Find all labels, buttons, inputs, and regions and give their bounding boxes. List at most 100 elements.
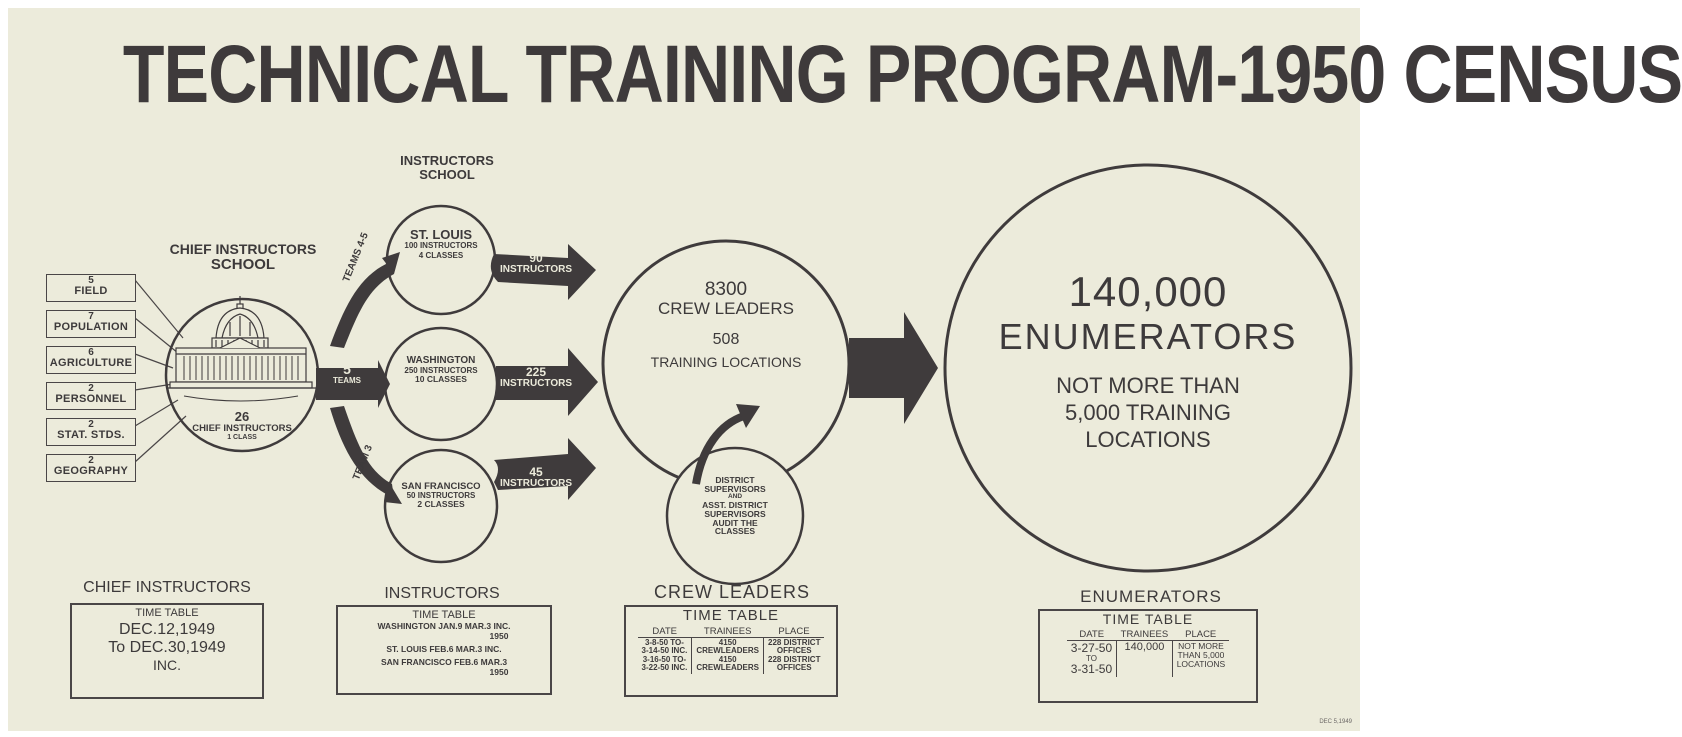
enum-count: 140,000 — [1068, 268, 1228, 315]
category-field: 5 FIELD — [46, 274, 136, 302]
timetable-instructors-row3: SAN FRANCISCO FEB.6 MAR.3 — [380, 657, 508, 667]
washington-instructors: 250 INSTRUCTORS — [404, 365, 478, 375]
crew-trainee-line: CREWLEADERS — [696, 646, 759, 656]
timetable-enum-title: TIME TABLE — [1102, 611, 1194, 627]
timetable-chief-title: TIME TABLE — [135, 607, 199, 619]
supervisors-text: DISTRICT SUPERVISORS AND ASST. DISTRICT … — [670, 476, 800, 536]
washington-text: WASHINGTON 250 INSTRUCTORS 10 CLASSES — [391, 355, 491, 384]
category-count: 2 — [88, 419, 94, 430]
category-label: PERSONNEL — [55, 393, 127, 405]
timetable-instructors-row3b: 1950 — [489, 667, 509, 677]
st-louis-classes: 4 CLASSES — [418, 251, 464, 261]
crew-locations-label: TRAINING LOCATIONS — [650, 353, 802, 370]
chief-school-heading: CHIEF INSTRUCTORS SCHOOL — [168, 242, 318, 272]
sup-line6: AUDIT THE — [712, 517, 758, 528]
sup-line4: ASST. DISTRICT — [702, 499, 768, 510]
col-trainees: TRAINEES — [691, 626, 764, 638]
crew-place-line: OFFICES — [776, 646, 812, 656]
timetable-instructors-box: TIME TABLE WASHINGTON JAN.9 MAR.3 INC. 1… — [336, 605, 552, 695]
poster: TECHNICAL TRAINING PROGRAM-1950 CENSUS 5… — [8, 8, 1682, 731]
timetable-enum-table: DATE TRAINEES PLACE 3-27-50 TO 3-31-50 1… — [1066, 629, 1230, 677]
sup-line7: CLASSES — [714, 526, 756, 537]
category-label: STAT. STDS. — [57, 429, 125, 441]
category-personnel: 2 PERSONNEL — [46, 382, 136, 410]
san-francisco-text: SAN FRANCISCO 50 INSTRUCTORS 2 CLASSES — [391, 482, 491, 509]
team-arrows — [330, 252, 402, 504]
timetable-chief-line1: DEC.12,1949 — [118, 621, 216, 638]
sup-line1: DISTRICT — [715, 475, 755, 485]
chief-school-heading-line2: SCHOOL — [210, 255, 276, 273]
flow-num: 45 — [529, 465, 543, 479]
teams-number: 5 — [343, 361, 351, 377]
enum-date-line: 3-31-50 — [1070, 661, 1113, 676]
timetable-instructors-title: TIME TABLE — [412, 609, 476, 621]
chief-school-heading-line1: CHIEF INSTRUCTORS — [169, 241, 317, 257]
enumerators-circle — [943, 163, 1353, 573]
enum-place-line: NOT MORE — [1178, 641, 1224, 651]
chief-sub: CHIEF INSTRUCTORS — [192, 422, 292, 434]
sf-instructors: 50 INSTRUCTORS — [406, 490, 476, 500]
supervisors-circle — [665, 446, 805, 586]
enum-place-line: LOCATIONS — [1176, 658, 1226, 669]
timetable-crew-table: DATE TRAINEES PLACE 3-8-50 TO- 3-14-50 I… — [637, 626, 825, 674]
crew-place-line: 228 DISTRICT — [768, 638, 821, 647]
chief-classes: 1 CLASS — [227, 433, 257, 441]
audit-arrow — [692, 404, 760, 485]
crew-locations-num: 508 — [712, 330, 740, 348]
category-label: FIELD — [74, 285, 108, 297]
washington-classes: 10 CLASSES — [415, 373, 467, 384]
enum-trainee-count: 140,000 — [1124, 641, 1165, 653]
crew-date-line: 3-8-50 TO- — [644, 638, 684, 647]
category-label: GEOGRAPHY — [53, 465, 129, 477]
category-label: POPULATION — [53, 321, 129, 333]
category-stat-stds: 2 STAT. STDS. — [46, 418, 136, 446]
timetable-instructors-row2: ST. LOUIS FEB.6 MAR.3 INC. — [386, 644, 502, 654]
timetable-chief-line2: To DEC.30,1949 — [108, 639, 226, 656]
san-francisco-circle — [383, 448, 499, 564]
crew-place-line: 228 DISTRICT — [768, 654, 821, 664]
enum-note2: 5,000 TRAINING — [1065, 399, 1231, 425]
timetable-enum-box: TIME TABLE DATE TRAINEES PLACE 3-27-50 T… — [1038, 609, 1258, 703]
flow-diagram — [134, 163, 1353, 586]
enum-note1: NOT MORE THAN — [1056, 372, 1240, 398]
enum-note3: LOCATIONS — [1085, 427, 1211, 453]
enum-place-line: THAN 5,000 — [1177, 649, 1225, 660]
crew-date-line: 3-22-50 INC. — [641, 663, 688, 673]
instructors-school-line2: SCHOOL — [419, 166, 475, 182]
sup-line3: AND — [727, 492, 743, 500]
col-date: DATE — [1066, 629, 1117, 641]
category-label: AGRICULTURE — [49, 357, 133, 369]
category-connectors — [134, 279, 187, 463]
instructors-school-heading: INSTRUCTORS SCHOOL — [392, 154, 502, 181]
category-count: 2 — [88, 455, 94, 466]
enum-places: NOT MORE THAN 5,000 LOCATIONS — [1171, 640, 1230, 677]
category-agriculture: 6 AGRICULTURE — [46, 346, 136, 374]
crew-trainee-line: 4150 — [718, 638, 737, 647]
flow-label-san-francisco: 45 INSTRUCTORS — [496, 466, 576, 489]
st-louis-text: ST. LOUIS 100 INSTRUCTORS 4 CLASSES — [391, 228, 491, 260]
timetable-enum-heading: ENUMERATORS — [1080, 587, 1222, 606]
washington-circle — [383, 326, 499, 442]
crew-date-line: 3-16-50 TO- — [642, 654, 687, 664]
timetable-chief-line3: INC. — [153, 657, 181, 673]
enum-trainees: 140,000 — [1116, 640, 1173, 677]
timetable-instructors-row1: WASHINGTON JAN.9 MAR.3 INC. — [377, 621, 511, 631]
st-louis-city: ST. LOUIS — [409, 227, 473, 242]
flow-text: INSTRUCTORS — [499, 477, 573, 489]
crew-dates: 3-8-50 TO- 3-14-50 INC. 3-16-50 TO- 3-22… — [638, 638, 692, 674]
timetable-instructors-heading: INSTRUCTORS — [384, 585, 500, 602]
crew-label: CREW LEADERS — [657, 298, 795, 318]
crew-count: 8300 — [704, 279, 748, 300]
flow-num: 225 — [525, 365, 547, 379]
enumerators-arrow — [849, 312, 938, 424]
col-trainees: TRAINEES — [1116, 629, 1173, 641]
flow-text: INSTRUCTORS — [499, 377, 573, 389]
crew-leaders-text: 8300 CREW LEADERS 508 TRAINING LOCATIONS — [626, 280, 826, 369]
flow-label-st-louis: 90 INSTRUCTORS — [496, 252, 576, 275]
enum-label: ENUMERATORS — [998, 316, 1298, 358]
category-population: 7 POPULATION — [46, 310, 136, 338]
timetable-chief-box: TIME TABLE DEC.12,1949 To DEC.30,1949 IN… — [70, 603, 264, 699]
capitol-building-icon — [166, 296, 316, 402]
teams-arrow — [316, 360, 390, 408]
instructors-school-line1: INSTRUCTORS — [400, 153, 494, 168]
